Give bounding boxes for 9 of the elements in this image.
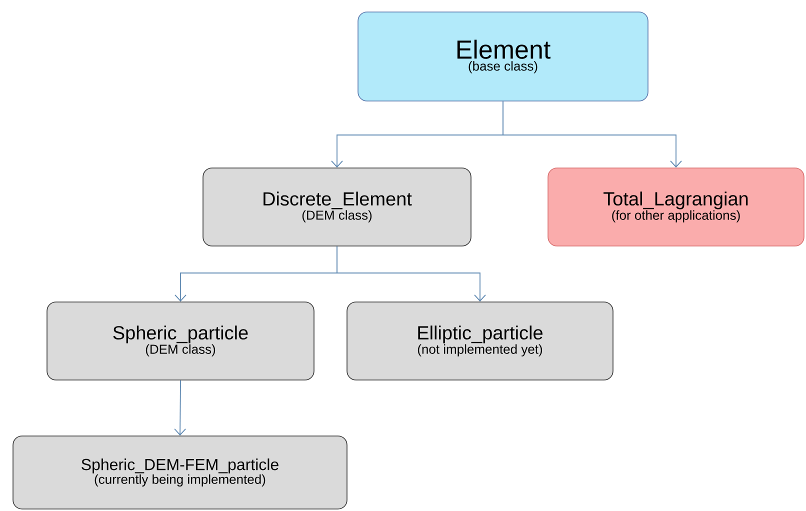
class-box: Elliptic_particle (not implemented yet) — [346, 302, 614, 380]
class-box: Element (base class) — [358, 12, 648, 102]
class-box: Spheric_DEM-FEM_particle (currently being implemented) — [12, 436, 348, 510]
arrow — [336, 246, 486, 302]
class-box: Discrete_Element (DEM class) — [202, 168, 472, 246]
arrow — [502, 100, 682, 168]
class-box: Spheric_particle (DEM class) — [46, 302, 314, 380]
class-box: Total_Lagrangian (for other applications) — [548, 168, 804, 246]
arrow — [174, 380, 186, 436]
